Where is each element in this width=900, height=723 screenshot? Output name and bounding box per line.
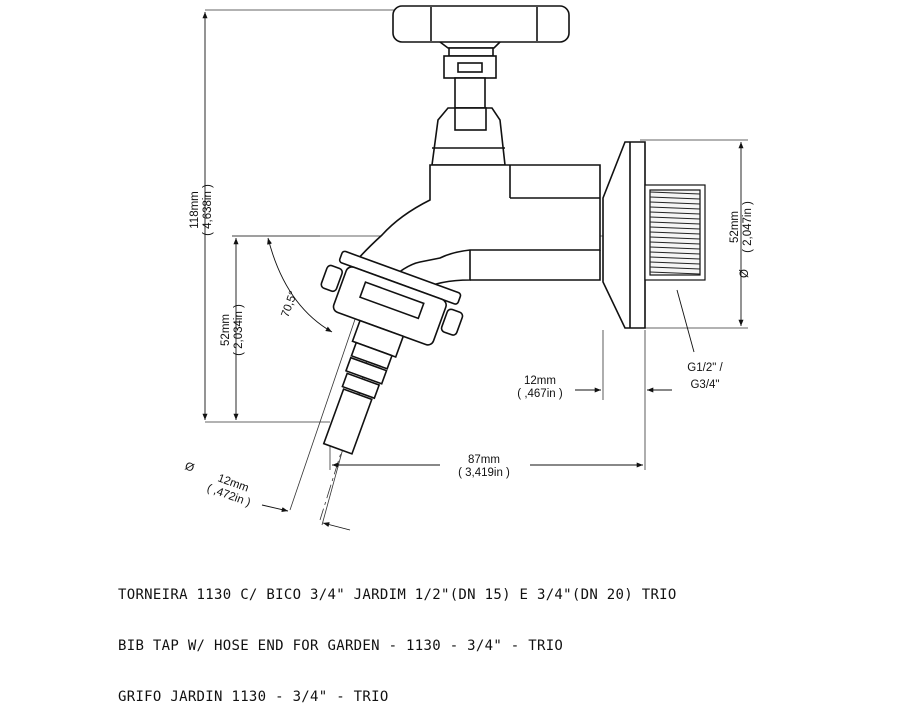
thread-diameter-symbol: Ø <box>739 269 751 278</box>
dim-angle-arc <box>267 237 333 333</box>
spout-height-mm: 52mm <box>220 314 232 346</box>
thread-ridge <box>649 211 701 215</box>
thread-ridge <box>649 201 701 205</box>
tap-handle <box>392 5 570 166</box>
thread-ridge <box>649 221 701 225</box>
thread-ridge <box>649 236 701 240</box>
tap-flange <box>602 141 646 329</box>
total-height-mm: 118mm <box>189 191 201 229</box>
hose-end <box>320 250 464 455</box>
thread-diameter-in: ( 2,047in ) <box>742 201 754 253</box>
spout-height-in: ( 2,034in ) <box>233 304 245 356</box>
thread-spec-line1: G1/2" / <box>687 362 723 374</box>
dim-text-spout-height: 52mm ( 2,034in ) <box>220 304 245 356</box>
thread-ridge <box>649 216 701 220</box>
thread-ridge <box>649 196 701 200</box>
dim-text-total-height: 118mm ( 4,638in ) <box>189 184 214 236</box>
thread-ridge <box>649 191 701 195</box>
thread-spec-label: G1/2" / G3/4" <box>687 362 723 391</box>
dim-text-flange-width: 12mm ( ,467in ) <box>517 375 563 400</box>
drawing-caption: TORNEIRA 1130 C/ BICO 3/4" JARDIM 1/2"(D… <box>118 553 677 723</box>
thread-ridge <box>649 206 701 210</box>
depth-in: ( 3,419in ) <box>458 467 510 479</box>
caption-line-en: BIB TAP W/ HOSE END FOR GARDEN - 1130 - … <box>118 638 564 654</box>
thread-ridge <box>649 231 701 235</box>
thread-ridge <box>649 266 701 270</box>
total-height-in: ( 4,638in ) <box>202 184 214 236</box>
thread-diameter-mm: 52mm <box>729 211 741 243</box>
hose-diameter-symbol: Ø <box>183 460 196 474</box>
dim-text-angle: 70,5° <box>280 290 301 319</box>
dim-hose-diameter <box>261 504 289 513</box>
technical-drawing: 118mm ( 4,638in ) 52mm ( 2,034in ) Ø 52m… <box>183 5 754 531</box>
dim-hose-diameter-2 <box>322 522 351 531</box>
thread-ridge <box>649 251 701 255</box>
dim-text-depth: 87mm ( 3,419in ) <box>458 454 510 479</box>
flange-width-mm: 12mm <box>524 375 556 387</box>
thread-ridge <box>649 271 701 275</box>
thread-ridge <box>649 241 701 245</box>
caption-line-pt: TORNEIRA 1130 C/ BICO 3/4" JARDIM 1/2"(D… <box>118 587 677 603</box>
thread-ridge <box>649 246 701 250</box>
thread-ridge <box>649 226 701 230</box>
thread-spec-line2: G3/4" <box>690 379 719 391</box>
depth-mm: 87mm <box>468 454 500 466</box>
dim-text-thread-diameter: Ø 52mm ( 2,047in ) <box>729 201 754 278</box>
thread-ridge <box>649 256 701 260</box>
caption-line-es: GRIFO JARDIN 1130 - 3/4" - TRIO <box>118 689 389 705</box>
dimension-lines <box>202 12 744 531</box>
dim-text-hose-diameter: Ø 12mm ( ,472in ) <box>183 460 252 509</box>
thread-ridge <box>649 261 701 265</box>
flange-width-in: ( ,467in ) <box>517 388 563 400</box>
